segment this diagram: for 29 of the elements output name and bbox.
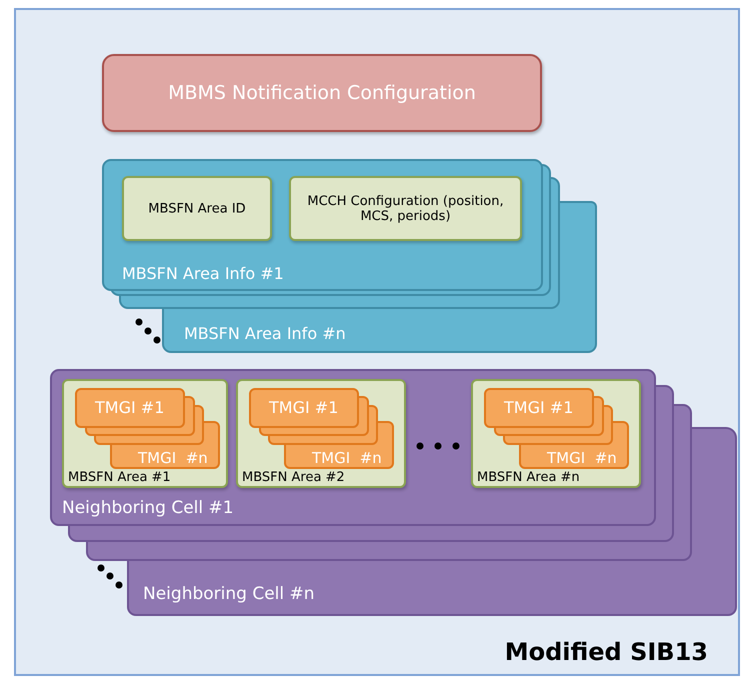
cell-card: [127, 562, 737, 616]
tmgi-label: TMGI #1: [95, 398, 164, 417]
area-box: [62, 379, 228, 488]
tmgi-label: TMGI #1: [504, 398, 574, 417]
card-label: Neighboring Cell #1: [62, 498, 234, 518]
config-label: MBMS Notification Configuration: [167, 82, 477, 104]
area-box: [471, 379, 641, 488]
field-label: MCCH Configuration (position, MCS, periods): [306, 194, 505, 224]
area-box: [236, 379, 406, 488]
card-label: MBSFN Area Info #n: [184, 324, 346, 343]
field-box: [122, 176, 272, 241]
tmgi-label: TMGI #n: [138, 449, 208, 467]
panel-title: Modified SIB13: [504, 638, 708, 666]
tmgi-card: [110, 445, 220, 469]
tmgi-card: [519, 445, 629, 469]
area-label: MBSFN Area #1: [68, 470, 171, 485]
field-box: [289, 176, 522, 241]
tmgi-label: TMGI #n: [312, 449, 382, 467]
config-box: [102, 54, 542, 132]
area-label: MBSFN Area #2: [242, 470, 345, 485]
container-panel: [14, 8, 740, 676]
info-card: [162, 311, 597, 353]
card-label: MBSFN Area Info #1: [122, 264, 284, 283]
card-label: Neighboring Cell #n: [143, 584, 315, 604]
tmgi-label: TMGI #1: [269, 398, 338, 417]
tmgi-label: TMGI #n: [547, 449, 617, 467]
area-label: MBSFN Area #n: [477, 470, 580, 485]
field-label: MBSFN Area ID: [147, 201, 247, 216]
tmgi-card: [284, 445, 394, 469]
